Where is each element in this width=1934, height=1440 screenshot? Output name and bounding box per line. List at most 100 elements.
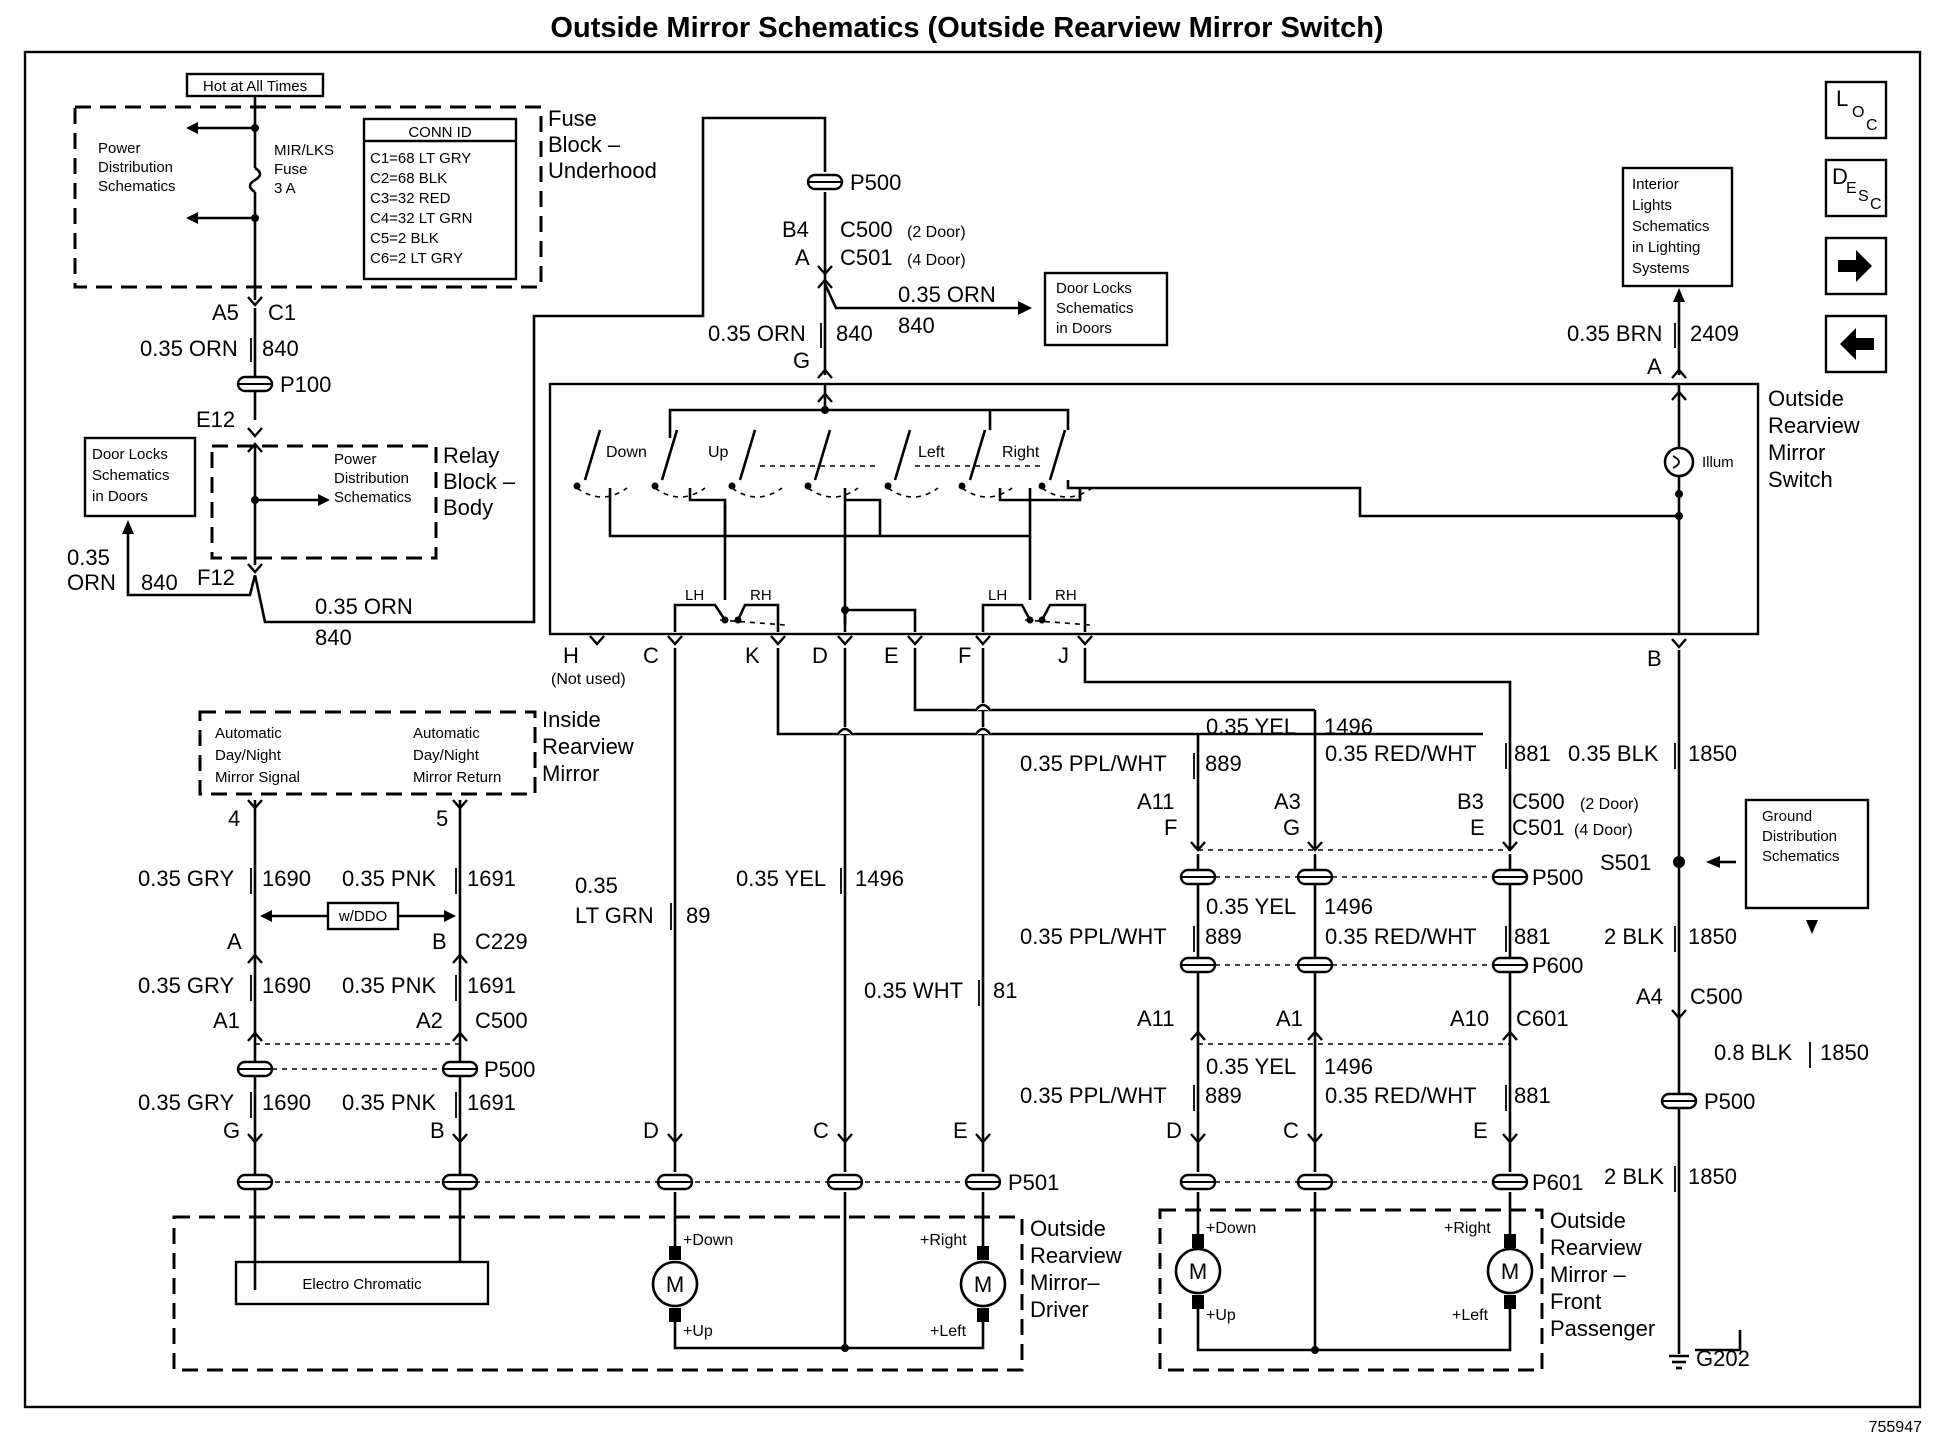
top-center-feed: P500 B4 A C500 (2 Door) C501 (4 Door) 0.… — [708, 170, 1169, 380]
prev-page-button[interactable] — [1824, 314, 1888, 374]
wire-color-label: 0.35 — [67, 545, 110, 570]
desc-letter-d: D — [1832, 164, 1848, 189]
pin-label: G — [1283, 815, 1300, 840]
door-locks-label: Door Locks — [1056, 280, 1132, 297]
power-distribution-label: Power — [334, 451, 377, 468]
relay-block-title: Block – — [443, 469, 516, 494]
circuit-number: 1850 — [1820, 1040, 1869, 1065]
mirror-signal-label: Day/Night — [215, 747, 282, 764]
pin-label: C — [813, 1118, 829, 1143]
connector-label: P100 — [280, 372, 331, 397]
motor-terminal-label: +Down — [683, 1232, 733, 1249]
ground-circuit: S501 Ground Distribution Schematics 2 BL… — [1600, 650, 1870, 1371]
passenger-mirror-title: Passenger — [1550, 1316, 1655, 1341]
mirror-return-label: Mirror Return — [413, 769, 501, 786]
loc-letter-c: C — [1866, 117, 1878, 134]
motor-icon — [1486, 1247, 1534, 1295]
motor-terminal-label: +Down — [1206, 1220, 1256, 1237]
circuit-number: 1496 — [1324, 1054, 1373, 1079]
lh-label: LH — [685, 587, 704, 604]
motor-terminal-label: +Right — [1444, 1220, 1491, 1237]
power-distribution-label: Distribution — [334, 470, 409, 487]
left-feed: A5 C1 0.35 ORN 840 P100 E12 Power Distri… — [67, 116, 827, 650]
pin-label: A1 — [1276, 1006, 1303, 1031]
next-page-button[interactable] — [1824, 236, 1888, 296]
circuit-number: 1496 — [1324, 714, 1373, 739]
connector-label: C501 — [840, 245, 893, 270]
wire-color-label: 2 BLK — [1604, 1164, 1664, 1189]
motor-label: M — [666, 1272, 684, 1297]
circuit-number: 1691 — [467, 1090, 516, 1115]
motor-label: M — [974, 1272, 992, 1297]
power-distribution-label: Distribution — [98, 159, 173, 176]
fuse-block-underhood: Hot at All Times Fuse Block – Underhood … — [73, 72, 657, 300]
pin-label: K — [745, 643, 760, 668]
mirror-signal-label: Automatic — [215, 725, 282, 742]
hot-at-all-times-label: Hot at All Times — [203, 78, 307, 95]
pin-label: G — [793, 348, 810, 373]
page-title: Outside Mirror Schematics (Outside Rearv… — [550, 12, 1383, 44]
circuit-number: 889 — [1205, 751, 1242, 776]
conn-id-row: C6=2 LT GRY — [370, 250, 463, 267]
ground-label: G202 — [1696, 1346, 1750, 1371]
conn-id-row: C1=68 LT GRY — [370, 150, 471, 167]
wire-color-label: LT GRN — [575, 903, 654, 928]
passenger-mirror-title: Rearview — [1550, 1235, 1642, 1260]
desc-button[interactable]: D E S C — [1824, 158, 1888, 218]
mirror-return-label: Day/Night — [413, 747, 480, 764]
wire-color-label: 0.35 ORN — [898, 282, 996, 307]
connector-label: C500 — [840, 217, 893, 242]
conn-id-row: C2=68 BLK — [370, 170, 447, 187]
connector-label: P500 — [850, 170, 901, 195]
pin-label: J — [1058, 643, 1069, 668]
wire-color-label: 0.35 BRN — [1567, 321, 1662, 346]
fuse-block-title: Underhood — [548, 158, 657, 183]
wire-color-label: 0.35 WHT — [864, 978, 963, 1003]
interior-lights-label: Systems — [1632, 260, 1690, 277]
wire-color-label: 0.35 GRY — [138, 866, 235, 891]
motor-label: M — [1189, 1259, 1207, 1284]
wire-color-label: 0.35 PNK — [342, 973, 436, 998]
circuit-number: 840 — [898, 313, 935, 338]
pin-label: A5 — [212, 300, 239, 325]
desc-letter-s: S — [1858, 188, 1869, 205]
pin-note: (Not used) — [551, 671, 626, 688]
switch-contacts: Down Up Left Right LH RH LH RH — [573, 410, 1093, 632]
wire-color-label: 0.35 RED/WHT — [1325, 924, 1477, 949]
motor-terminal-label: +Left — [930, 1323, 967, 1340]
wire-color-label: 0.35 RED/WHT — [1325, 1083, 1477, 1108]
diagram-frame — [23, 50, 1922, 1409]
fuse-block-title: Fuse — [548, 106, 597, 131]
motor-terminal-label: +Right — [920, 1232, 967, 1249]
switch-up-label: Up — [708, 444, 729, 461]
inside-mirror-title: Inside — [542, 707, 601, 732]
fuse-icon — [248, 166, 262, 194]
pin-label: C — [1283, 1118, 1299, 1143]
circuit-number: 2409 — [1690, 321, 1739, 346]
figure-id: 755947 — [1869, 1419, 1922, 1436]
pin-label: A — [227, 929, 242, 954]
wire-color-label: 0.35 ORN — [315, 594, 413, 619]
door-locks-reference-box — [1043, 271, 1169, 347]
pin-label: A3 — [1274, 789, 1301, 814]
pin-label: B4 — [782, 217, 809, 242]
pin-label: H — [563, 643, 579, 668]
inside-mirror-title: Rearview — [542, 734, 634, 759]
switch-output-pins: H (Not used) C K D E F J B — [551, 634, 1688, 688]
door-locks-label: Door Locks — [92, 446, 168, 463]
circuit-number: 1690 — [262, 973, 311, 998]
power-distribution-label: Schematics — [334, 489, 412, 506]
ground-distribution-box — [1744, 798, 1870, 910]
driver-mirror-wiring: 0.35 LT GRN 89 0.35 YEL 1496 0.35 WHT 81… — [172, 648, 1512, 1372]
pin-label: D — [812, 643, 828, 668]
pin-label: E — [1470, 815, 1485, 840]
door-locks-label: in Doors — [92, 488, 148, 505]
wddo-label: w/DDO — [338, 908, 387, 925]
door-locks-label: Schematics — [1056, 300, 1134, 317]
loc-button[interactable]: L O C — [1824, 80, 1888, 140]
rh-label: RH — [750, 587, 772, 604]
mirror-return-label: Automatic — [413, 725, 480, 742]
ground-symbol-icon — [1669, 1354, 1689, 1370]
conn-id-row: C3=32 RED — [370, 190, 451, 207]
pin-label: F12 — [197, 565, 235, 590]
